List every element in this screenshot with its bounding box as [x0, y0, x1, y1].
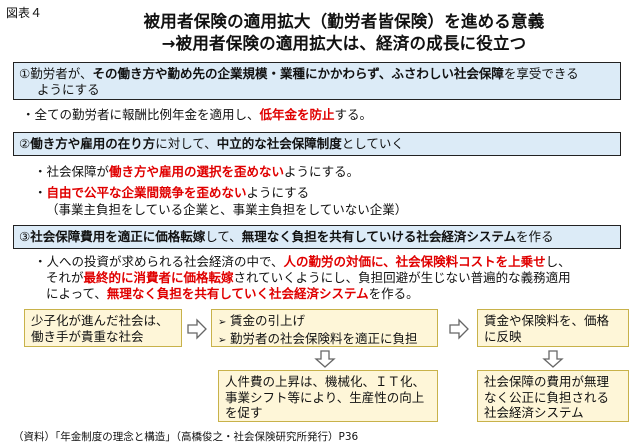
page-title: 被用者保険の適用拡大（勤労者皆保険）を進める意義 — [143, 12, 545, 31]
arrow-right-2-icon — [449, 318, 469, 340]
section2-heading: ②働き方や雇用の在り方に対して、中立的な社会保障制度としていく — [13, 132, 621, 156]
arrow-down-1-icon — [314, 350, 336, 368]
flow-box-fair-system: 社会保障の費用が無理 なく公正に負担される 社会経済システム — [477, 370, 629, 422]
section2-bullet2: ・自由で公平な企業間競争を歪めないようにする — [34, 185, 310, 200]
flow-box-aging-society: 少子化が進んだ社会は、 働き手が貴重な社会 — [24, 309, 182, 347]
section3-line2: それが最終的に消費者に価格転嫁されていくようにし、負担回避が生じない普遍的な義務… — [46, 270, 571, 285]
arrow-bullet-icon: ➢ — [218, 334, 227, 346]
figure-label: 図表４ — [6, 6, 43, 20]
flow-box-price-reflection: 賃金や保険料を、価格 に反映 — [477, 309, 629, 347]
arrow-down-2-icon — [542, 350, 564, 368]
section3-heading: ③社会保障費用を適正に価格転嫁して、無理なく負担を共有していける社会経済システム… — [13, 225, 621, 249]
section1-bullet: ・全ての勤労者に報酬比例年金を適用し、低年金を防止する。 — [22, 107, 373, 122]
flow-box-wage-increase: ➢賃金の引上げ ➢勤労者の社会保険料を適正に負担 — [211, 309, 438, 347]
source-note: （資料）「年金制度の理念と構造」（高橋俊之・社会保険研究所発行）P36 — [13, 431, 359, 443]
arrow-bullet-icon: ➢ — [218, 317, 227, 328]
flow-box-productivity: 人件費の上昇は、機械化、ＩＴ化、 事業シフト等により、生産性の向上 を促す — [218, 370, 438, 422]
section2-note: （事業主負担をしている企業と、事業主負担をしていない企業） — [46, 202, 408, 217]
page-subtitle: →被用者保険の適用拡大は、経済の成長に役立つ — [161, 34, 527, 53]
section3-line1: ・人への投資が求められる社会経済の中で、人の勤労の対価に、社会保険料コストを上乗… — [34, 254, 571, 269]
section1-heading: ①勤労者が、その働き方や勤め先の企業規模・業種にかかわらず、ふさわしい社会保障を… — [13, 62, 621, 100]
section2-bullet1: ・社会保障が働き方や雇用の選択を歪めないようにする。 — [34, 164, 360, 179]
section3-line3: によって、無理なく負担を共有していく社会経済システムを作る。 — [46, 286, 419, 301]
arrow-right-1-icon — [187, 318, 207, 340]
